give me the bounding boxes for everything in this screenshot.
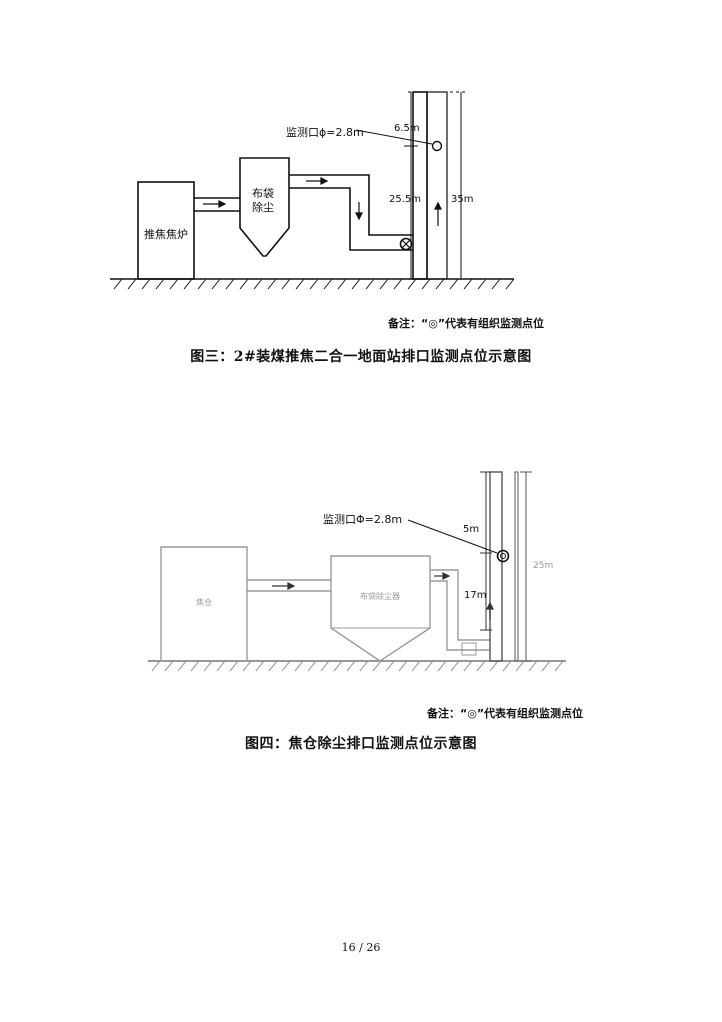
fig4-port-label: 监测口Φ=2.8m [323, 513, 402, 526]
fig3-note: 备注：“◎”代表有组织监测点位 [388, 317, 545, 330]
fig4-dim-total-label: 25m [533, 561, 553, 571]
page-number: 16 / 26 [341, 941, 381, 954]
fig3-bag-label-1: 布袋 [252, 186, 274, 200]
fig3-duct-2-bot [289, 187, 413, 251]
figure4-diagram: 焦仓 布袋除尘器 监测口Φ=2.8m 5m 17m 25m [148, 471, 566, 672]
fig4-caption: 图四：焦仓除尘排口监测点位示意图 [245, 736, 477, 752]
fig3-ground-hatch [113, 278, 515, 290]
fig4-duct-2-top [430, 569, 490, 641]
fig4-dim-upper-label: 5m [463, 524, 479, 535]
fig4-left-box-label: 焦仓 [196, 597, 212, 607]
fig4-stack-outer [514, 471, 519, 662]
fig4-ground-hatch [151, 660, 564, 672]
fig3-monitor-port-icon [431, 140, 443, 152]
fig3-bag-filter [239, 157, 290, 257]
fig3-port-label: 监测口ϕ=2.8m [286, 126, 364, 139]
fig3-stack-outer [426, 91, 448, 280]
fig3-furnace-label: 推焦焦炉 [144, 227, 188, 241]
fig3-dim-total-label: 35m [451, 194, 473, 205]
fig3-duct-2-top [289, 174, 413, 236]
figure3-diagram: 推焦焦炉 布袋 除尘 监测口ϕ=2.8m 6.5m 25.5m 35m [110, 91, 515, 290]
fig4-stack [489, 471, 503, 662]
fig3-port-leader [355, 129, 433, 145]
fig4-note: 备注：“◎”代表有组织监测点位 [427, 707, 584, 720]
fig3-dim-lower-label: 25.5m [389, 194, 421, 205]
fig3-caption: 图三：2#装煤推焦二合一地面站排口监测点位示意图 [190, 349, 532, 365]
fig4-dim-lower-label: 17m [464, 590, 486, 601]
fig4-bag-filter [330, 555, 431, 662]
fig4-port-leader [407, 519, 498, 554]
fig4-fan [461, 642, 477, 656]
fig4-monitor-port-icon [496, 549, 510, 563]
fig3-furnace-box [137, 181, 195, 280]
fig4-bag-label: 布袋除尘器 [360, 591, 400, 601]
fig3-dim-upper-label: 6.5m [394, 123, 420, 134]
fig4-duct-2-bot [430, 580, 490, 651]
fig3-bag-label-2: 除尘 [252, 200, 274, 214]
fig4-left-box [160, 546, 248, 661]
fig3-stack [412, 91, 428, 280]
